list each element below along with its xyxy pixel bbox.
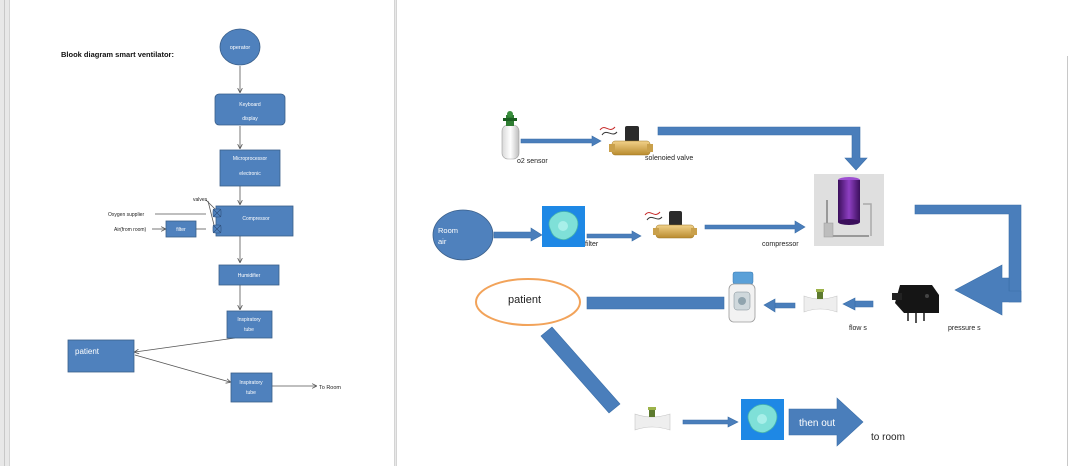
operator-node [219, 28, 261, 66]
oxygen-supplier-label: Oxygen supplier [108, 212, 144, 218]
patient-label: patient [75, 347, 100, 356]
arrow-big-head [954, 264, 1022, 316]
insp2-label-2: tube [246, 390, 256, 396]
humidifier-label: Humidifier [238, 273, 261, 279]
air-from-room-label: Air(from room) [114, 227, 147, 233]
insp2-label-1: Inspiratory [239, 380, 263, 386]
compressor-label-right: compressor [762, 241, 799, 248]
room-air-label-1: Room [438, 226, 458, 235]
filter-icon [542, 206, 585, 247]
exhaust-flow-sensor-icon [634, 407, 671, 431]
insp1-label-1: Inspiratory [237, 317, 261, 323]
compressor-icon [814, 174, 884, 246]
valves-label: valves [193, 197, 208, 203]
flow-sensor-icon [803, 289, 838, 313]
micro-label-2: electronic [239, 171, 261, 177]
arrow-room-to-filter [493, 227, 543, 242]
compressor-node [215, 205, 294, 237]
filter-node [165, 220, 197, 238]
diagonal-exhaust [540, 326, 621, 414]
arrow-o2-to-valve [520, 135, 602, 147]
keyboard-label-2: display [242, 116, 258, 122]
arrow-valve-to-compressor [657, 126, 868, 171]
patient-label-right: patient [508, 294, 541, 306]
block-diagram: Blook diagram smart ventilator: operator… [61, 28, 341, 403]
inspiratory-tube-2-node [230, 372, 273, 403]
right-page-edge [1067, 56, 1068, 466]
flow-s-label: flow s [849, 325, 867, 332]
microprocessor-node [219, 149, 281, 187]
pressure-sensor-icon [892, 285, 939, 323]
patient-node [67, 339, 135, 373]
bar-to-patient [586, 296, 725, 310]
humidifier-icon [728, 271, 756, 323]
exhaust-filter-icon [741, 399, 784, 440]
pressure-s-label: pressure s [948, 325, 981, 332]
flow-diagram-page: o2 sensor solenoied valve Room air [396, 0, 1070, 466]
room-air-node [432, 209, 494, 261]
valve-icons [212, 208, 222, 234]
solenoid-valve-icon [599, 126, 653, 156]
inspiratory-tube-1-node [226, 310, 273, 339]
keyboard-label-1: Keyboard [239, 102, 261, 108]
room-air-label-2: air [438, 237, 447, 246]
arrow-valve-to-compressor-2 [704, 220, 806, 234]
o2-sensor-label: o2 sensor [517, 158, 548, 165]
operator-label: operator [230, 45, 251, 51]
insp1-label-2: tube [244, 327, 254, 333]
compressor-label: Compressor [242, 216, 270, 222]
patient-ellipse [475, 278, 581, 326]
micro-label-1: Microprocessor [233, 156, 268, 162]
arrow-filter-to-valve [586, 230, 642, 242]
left-margin-line [4, 0, 5, 466]
block-diagram-page: Blook diagram smart ventilator: operator… [9, 0, 395, 466]
to-room-label-right: to room [871, 432, 905, 443]
flow-arrows [493, 126, 1022, 447]
diagram-title: Blook diagram smart ventilator: [61, 50, 174, 59]
connectors [135, 66, 316, 386]
solenoid-valve-label: solenoied valve [645, 155, 693, 162]
keyboard-display-node [214, 93, 286, 126]
then-out-arrow [788, 397, 864, 447]
flow-diagram: o2 sensor solenoied valve Room air [432, 111, 1022, 447]
filter-label: filter [176, 227, 186, 233]
humidifier-node [218, 264, 280, 286]
filter-label-right: filter [585, 241, 599, 248]
solenoid-valve-2-icon [644, 211, 697, 239]
oxygen-cylinder-icon [501, 111, 520, 160]
then-out-label: then out [799, 418, 835, 429]
to-room-label: To Room [319, 385, 341, 391]
